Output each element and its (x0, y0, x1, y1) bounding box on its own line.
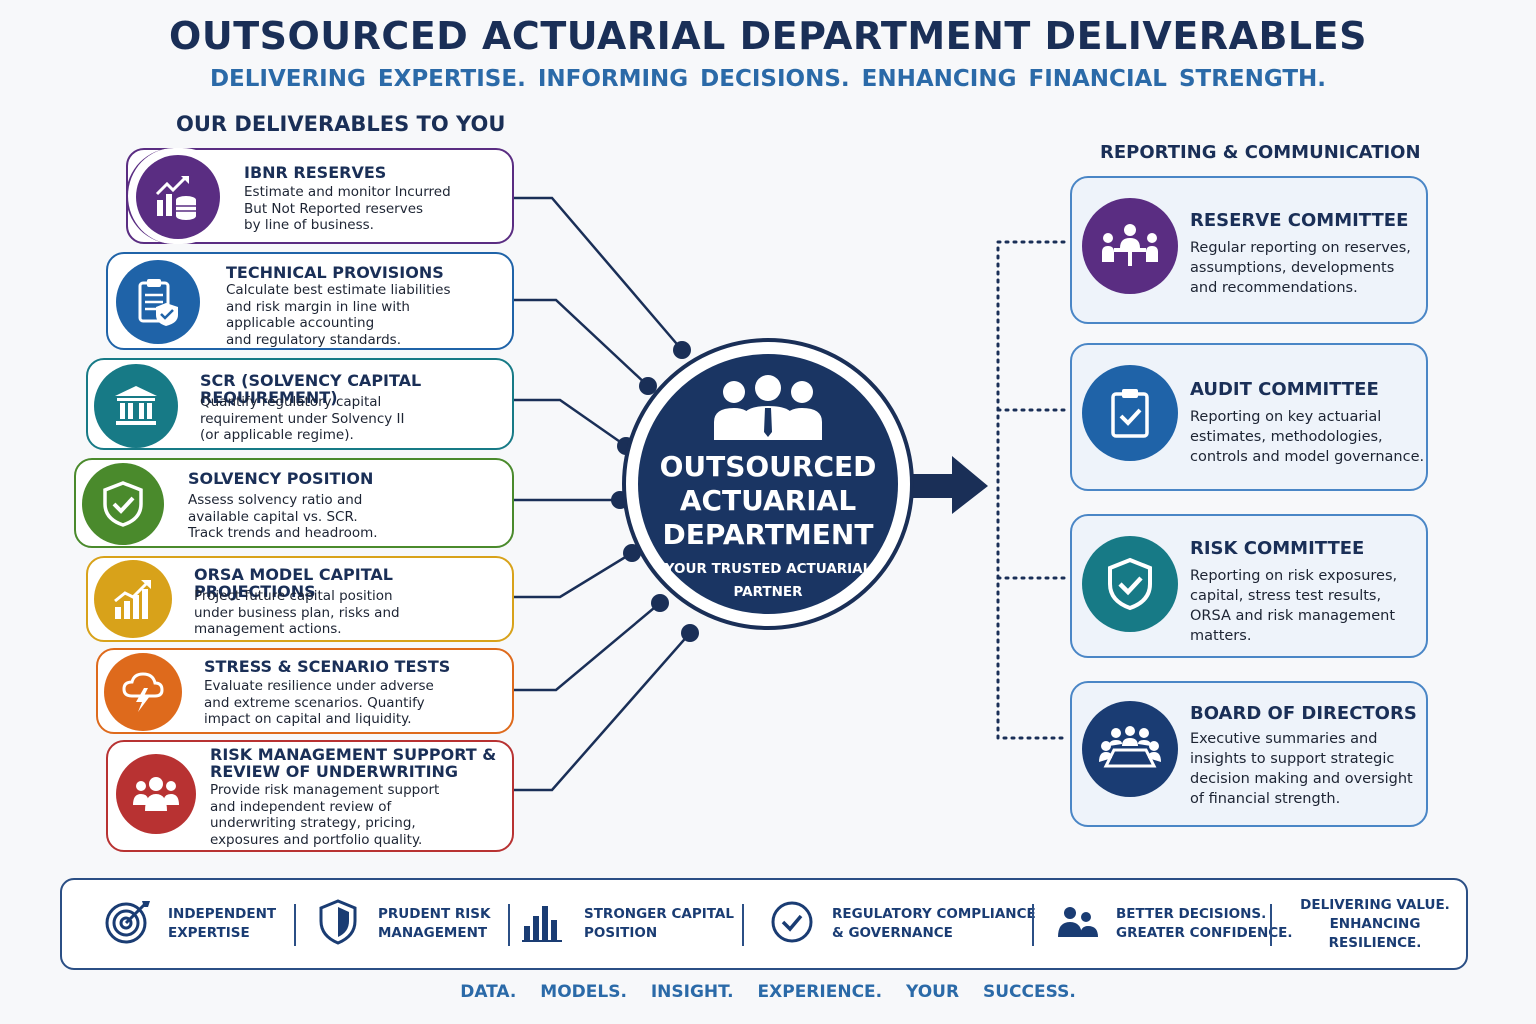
card-description: Reporting on risk exposures, capital, st… (1190, 568, 1398, 644)
card-title: STRESS & SCENARIO TESTS (204, 657, 451, 676)
connector-line (514, 632, 691, 792)
divider (742, 904, 744, 946)
bank-building-icon (94, 364, 178, 448)
shield-check-icon (82, 463, 164, 545)
deliverable-card-solvency-position[interactable]: SOLVENCY POSITION Assess solvency ratio … (74, 458, 514, 548)
card-description: Executive summaries and insights to supp… (1190, 731, 1413, 807)
benefit-item: REGULATORY COMPLIANCE & GOVERNANCE (770, 880, 1036, 968)
card-title: SCR (SOLVENCY CAPITAL REQUIREMENT) (200, 371, 422, 407)
benefit-item: INDEPENDENT EXPERTISE (104, 880, 276, 968)
target-icon (104, 899, 152, 950)
report-card-reserve-committee[interactable]: RESERVE COMMITTEE Regular reporting on r… (1070, 176, 1428, 324)
benefit-label: INDEPENDENT EXPERTISE (168, 906, 277, 941)
card-title: RESERVE COMMITTEE (1190, 210, 1409, 231)
people-icon (1058, 905, 1098, 944)
deliverable-card-ibnr[interactable]: IBNR RESERVES Estimate and monitor Incur… (126, 148, 514, 244)
benefit-label: DELIVERING VALUE. ENHANCING RESILIENCE. (1300, 896, 1450, 951)
people-group-icon (116, 754, 196, 834)
divider (508, 904, 510, 946)
card-title: IBNR RESERVES (244, 163, 387, 182)
benefit-label: STRONGER CAPITAL POSITION (584, 906, 734, 941)
benefit-item: PRUDENT RISK MANAGEMENT (318, 880, 491, 968)
boardroom-icon (1082, 701, 1178, 797)
footer-tagline: DATA. MODELS. INSIGHT. EXPERIENCE. YOUR … (460, 982, 1076, 1002)
connector-dot (639, 377, 657, 395)
card-title: BOARD OF DIRECTORS (1190, 703, 1417, 724)
connector-dot (681, 624, 699, 642)
deliverables-heading: OUR DELIVERABLES TO YOU (176, 112, 506, 136)
connector-line (514, 551, 633, 599)
card-description: Project future capital position under bu… (194, 588, 400, 637)
card-title: RISK COMMITTEE (1190, 538, 1365, 559)
deliverable-card-technical-provisions[interactable]: TECHNICAL PROVISIONS Calculate best esti… (106, 252, 514, 350)
output-arrow (912, 456, 988, 514)
reporting-heading: REPORTING & COMMUNICATION (1100, 142, 1421, 163)
connector-dot (651, 594, 669, 612)
meeting-table-icon (1082, 198, 1178, 294)
hub-subtitle: YOUR TRUSTED ACTUARIAL PARTNER (664, 561, 872, 600)
benefit-label: BETTER DECISIONS. GREATER CONFIDENCE. (1116, 906, 1293, 941)
connector-dot (673, 341, 691, 359)
benefit-item: BETTER DECISIONS. GREATER CONFIDENCE. (1058, 880, 1293, 968)
deliverable-card-risk-management[interactable]: RISK MANAGEMENT SUPPORT & REVIEW OF UNDE… (106, 740, 514, 852)
divider (1270, 904, 1272, 946)
card-description: Estimate and monitor Incurred But Not Re… (244, 184, 451, 233)
page-subtitle: DELIVERING EXPERTISE. INFORMING DECISION… (209, 66, 1327, 92)
bar-chart-coins-icon (136, 155, 220, 239)
card-title: RISK MANAGEMENT SUPPORT & REVIEW OF UNDE… (210, 745, 497, 781)
hub-title: OUTSOURCED ACTUARIAL DEPARTMENT (659, 450, 877, 551)
divider (1032, 904, 1034, 946)
connector-line (514, 602, 661, 692)
benefit-item: STRONGER CAPITAL POSITION (522, 880, 734, 968)
connector-line (514, 398, 627, 448)
growth-chart-icon (94, 560, 172, 638)
deliverable-card-orsa[interactable]: ORSA MODEL CAPITAL PROJECTIONS Project f… (86, 556, 514, 642)
clipboard-check-icon (1082, 365, 1178, 461)
card-title: AUDIT COMMITTEE (1190, 379, 1379, 400)
connector-line (514, 196, 683, 351)
card-description: Reporting on key actuarial estimates, me… (1190, 409, 1425, 465)
clipboard-shield-icon (116, 260, 200, 344)
bar-chart-icon (522, 902, 562, 947)
card-title: ORSA MODEL CAPITAL PROJECTIONS (194, 565, 393, 601)
card-description: Calculate best estimate liabilities and … (226, 282, 451, 348)
report-card-audit-committee[interactable]: AUDIT COMMITTEE Reporting on key actuari… (1070, 343, 1428, 491)
deliverable-card-scr[interactable]: SCR (SOLVENCY CAPITAL REQUIREMENT) Quant… (86, 358, 514, 450)
card-description: Regular reporting on reserves, assumptio… (1190, 240, 1411, 296)
card-description: Quantify regulatory capital requirement … (200, 394, 405, 443)
benefit-label: PRUDENT RISK MANAGEMENT (378, 906, 491, 941)
report-card-risk-committee[interactable]: RISK COMMITTEE Reporting on risk exposur… (1070, 514, 1428, 658)
card-description: Provide risk management support and inde… (210, 782, 440, 848)
shield-icon (318, 898, 358, 950)
deliverable-card-stress-tests[interactable]: STRESS & SCENARIO TESTS Evaluate resilie… (96, 648, 514, 734)
check-circle-icon (770, 900, 814, 949)
storm-cloud-icon (104, 653, 182, 731)
page-title: OUTSOURCED ACTUARIAL DEPARTMENT DELIVERA… (169, 14, 1367, 58)
shield-check-icon (1082, 536, 1178, 632)
card-description: Evaluate resilience under adverse and ex… (204, 678, 434, 727)
benefit-item: DELIVERING VALUE. ENHANCING RESILIENCE. (1284, 880, 1466, 968)
card-description: Assess solvency ratio and available capi… (188, 492, 378, 541)
divider (294, 904, 296, 946)
card-title: TECHNICAL PROVISIONS (226, 263, 444, 282)
benefits-banner: INDEPENDENT EXPERTISE PRUDENT RISK MANAG… (60, 878, 1468, 970)
team-icon (712, 374, 824, 447)
benefit-label: REGULATORY COMPLIANCE & GOVERNANCE (832, 906, 1036, 941)
report-card-board-of-directors[interactable]: BOARD OF DIRECTORS Executive summaries a… (1070, 681, 1428, 827)
card-title: SOLVENCY POSITION (188, 469, 374, 488)
connector-line (514, 298, 649, 387)
